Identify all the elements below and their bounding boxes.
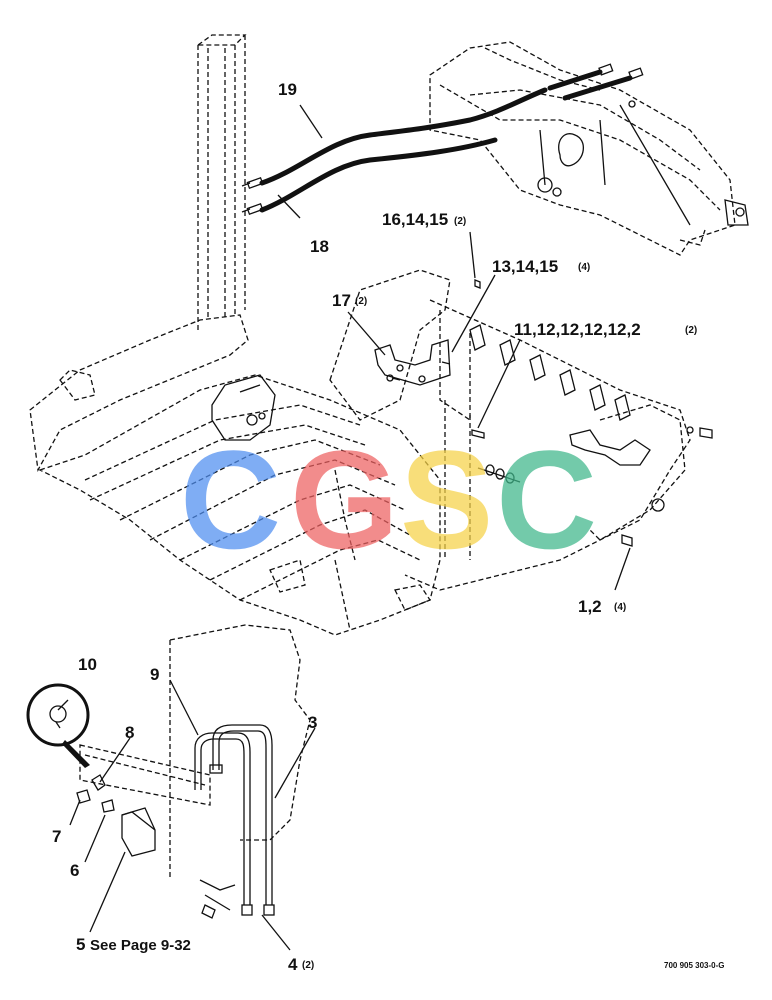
callout-9: 9 (150, 665, 159, 684)
watermark: C G S C (180, 421, 597, 578)
callout-17-qty: (2) (355, 296, 367, 307)
deck-bracket (211, 374, 276, 441)
figure-number: 700 905 303-0-G (664, 961, 725, 970)
callout-17: 17 (332, 291, 351, 310)
watermark-letter-s: S (400, 421, 493, 578)
hose-clamp-bracket-17 (374, 339, 451, 386)
callout-16-14-15: 16,14,15 (382, 210, 448, 229)
callout-4-qty: (2) (302, 960, 314, 971)
watermark-letter-g: G (290, 421, 399, 578)
gauge-10 (26, 683, 90, 768)
callout-8: 8 (125, 723, 134, 742)
callout-labels: 19 18 16,14,15 (2) 13,14,15 (4) 17 (2) 1… (52, 80, 725, 974)
washers-and-bolt (391, 279, 633, 547)
machine-deck (29, 269, 451, 636)
callout-13-14-15: 13,14,15 (492, 257, 558, 276)
callout-1-2: 1,2 (578, 597, 602, 616)
callout-16-qty: (2) (454, 216, 466, 227)
callout-7: 7 (52, 827, 61, 846)
callout-6: 6 (70, 861, 79, 880)
callout-13-qty: (4) (578, 262, 590, 273)
callout-11-12-2: 11,12,12,12,12,2 (514, 320, 641, 339)
callout-1-qty: (4) (614, 602, 626, 613)
hydraulic-hoses (241, 63, 644, 216)
watermark-letter-c2: C (496, 421, 597, 578)
callout-5: 5 (76, 935, 85, 954)
hydraulic-tubes (194, 724, 275, 919)
leader-lines (57, 104, 631, 951)
callout-5-note: See Page 9-32 (90, 937, 191, 954)
vertical-post (195, 34, 247, 330)
watermark-letter-c1: C (180, 421, 281, 578)
callout-19: 19 (278, 80, 297, 99)
callout-18: 18 (310, 237, 329, 256)
callout-11-qty: (2) (685, 325, 697, 336)
callout-3: 3 (308, 713, 317, 732)
callout-4: 4 (288, 955, 298, 974)
fittings-and-switch (76, 774, 156, 857)
hose-clamp-bracket-11 (569, 426, 713, 466)
callout-10: 10 (78, 655, 97, 674)
side-rail (404, 299, 691, 591)
hitch-frame (429, 41, 749, 256)
